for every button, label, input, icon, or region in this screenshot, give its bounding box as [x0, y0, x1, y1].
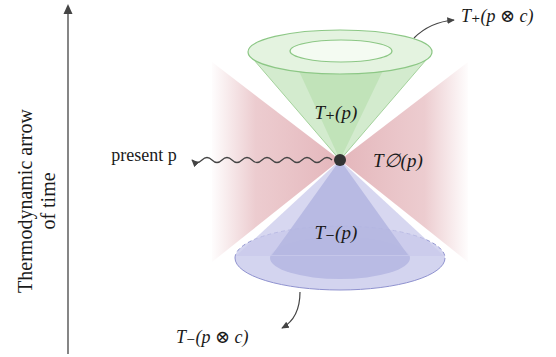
region-name: T₋(p) — [315, 221, 366, 244]
future-cone-label: T₊(p) — [311, 99, 370, 126]
axis-arrowhead — [64, 4, 73, 14]
past-cone — [236, 160, 444, 256]
present-label: present p — [108, 145, 180, 166]
past-cone-label: T₋(p) — [311, 219, 370, 246]
axis-label: Thermodynamic arrow of time — [14, 99, 60, 304]
region-name: T₊(p) — [315, 101, 366, 124]
region-name: T∅(p) — [373, 149, 431, 172]
callout-leader — [414, 20, 454, 38]
wavy-leader — [192, 158, 332, 163]
present-point — [334, 154, 346, 166]
time-axis — [67, 12, 68, 354]
past-inner-cone — [272, 160, 408, 255]
future-cone-top — [248, 30, 432, 74]
callout-leader — [282, 292, 300, 328]
spacelike-region-label: T∅(p) — [369, 147, 435, 174]
callout-label: T₊(p ⊗ c) — [461, 6, 534, 27]
callout-label: T₋(p ⊗ c) — [176, 327, 249, 348]
future-inner-ring — [290, 40, 392, 62]
